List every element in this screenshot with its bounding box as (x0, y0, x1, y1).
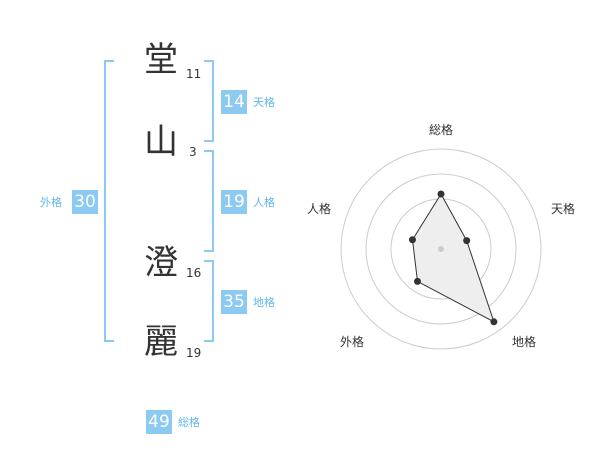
radar-ring-4 (340, 148, 542, 350)
radar-point-2 (463, 237, 471, 245)
chikaku-value: 35 (221, 290, 247, 314)
chikaku-bracket (204, 260, 214, 342)
soukaku-value: 49 (146, 410, 172, 434)
name-char-2: 山 (144, 122, 178, 162)
stroke-count-3: 16 (186, 266, 202, 280)
tenkaku-label: 天格 (253, 96, 275, 109)
radar-center-dot (438, 246, 444, 252)
radar-point-4 (413, 277, 421, 285)
name-char-3: 澄 (144, 243, 178, 283)
stroke-count-4: 19 (186, 346, 202, 360)
radar-label-chikaku: 地格 (512, 334, 536, 349)
radar-label-jinkaku: 人格 (307, 201, 331, 216)
tenkaku-bracket (204, 60, 214, 142)
name-char-1: 堂 (144, 40, 178, 80)
gaikaku-label: 外格 (40, 196, 62, 209)
radar-label-gaikaku: 外格 (340, 334, 364, 349)
radar-point-5 (408, 236, 416, 244)
radar-point-1 (437, 190, 445, 198)
soukaku-label: 総格 (178, 416, 200, 429)
jinkaku-label: 人格 (253, 196, 275, 209)
stroke-count-1: 11 (186, 67, 202, 81)
jinkaku-value: 19 (221, 190, 247, 214)
radar-label-tenkaku: 天格 (551, 201, 575, 216)
radar-point-3 (490, 318, 498, 326)
gaikaku-bracket (104, 60, 114, 342)
stroke-count-2: 3 (189, 145, 197, 159)
tenkaku-value: 14 (221, 90, 247, 114)
radar-label-soukaku: 総格 (429, 122, 453, 137)
gaikaku-value: 30 (72, 190, 98, 214)
name-char-4: 麗 (144, 322, 178, 362)
chikaku-label: 地格 (253, 296, 275, 309)
radar-polygon (411, 193, 495, 323)
radar-ring-3 (365, 173, 517, 325)
jinkaku-bracket (204, 150, 214, 252)
